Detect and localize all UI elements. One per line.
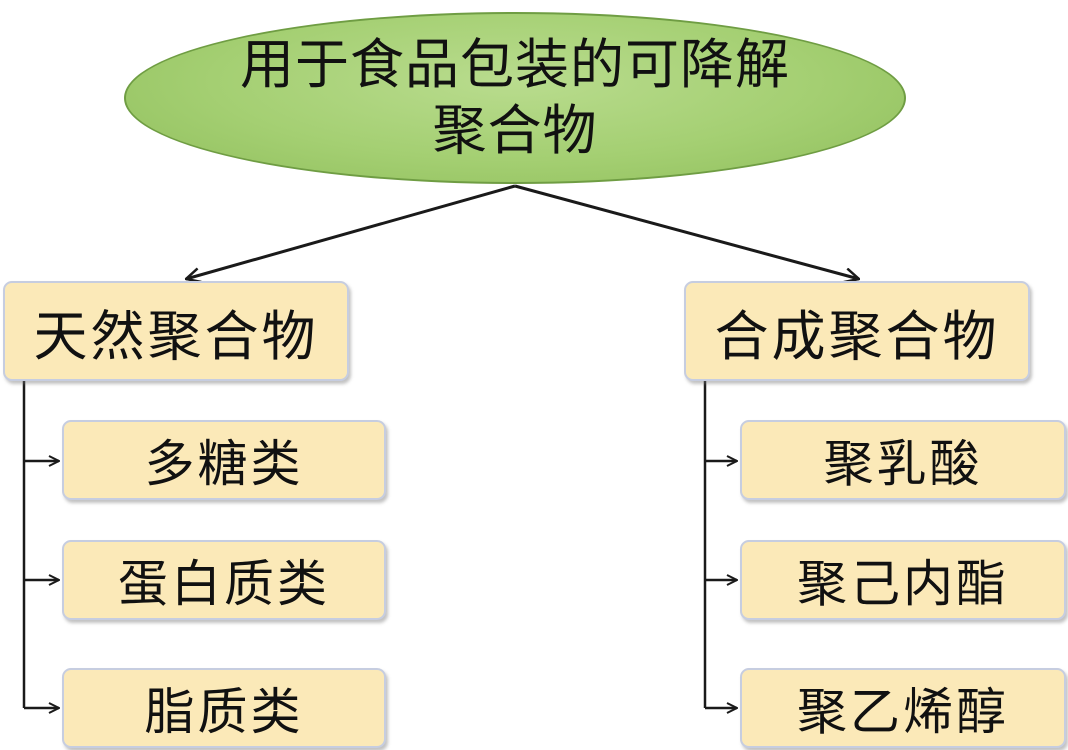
root-to-synthetic-arrow: [514, 184, 859, 279]
leaf-polysaccharides: 多糖类: [62, 420, 386, 500]
leaf-label: 聚乳酸: [823, 435, 983, 493]
root-node: 用于食品包装的可降解 聚合物: [124, 12, 906, 184]
leaf-label: 聚乙烯醇: [797, 683, 1009, 741]
root-title: 用于食品包装的可降解 聚合物: [195, 32, 835, 164]
leaf-polylactic-acid: 聚乳酸: [740, 420, 1066, 500]
category-label: 合成聚合物: [714, 304, 1000, 368]
leaf-label: 聚己内酯: [797, 555, 1009, 613]
root-title-line-2: 聚合物: [432, 99, 598, 162]
category-label: 天然聚合物: [33, 304, 319, 368]
root-to-natural-arrow: [186, 184, 516, 279]
leaf-label: 脂质类: [144, 683, 304, 741]
leaf-proteins: 蛋白质类: [62, 540, 386, 620]
category-natural-polymers: 天然聚合物: [3, 281, 349, 381]
leaf-lipids: 脂质类: [62, 668, 386, 748]
category-synthetic-polymers: 合成聚合物: [684, 281, 1030, 381]
leaf-polycaprolactone: 聚己内酯: [740, 540, 1066, 620]
root-title-line-1: 用于食品包装的可降解: [240, 33, 790, 96]
leaf-polyvinyl-alcohol: 聚乙烯醇: [740, 668, 1066, 748]
leaf-label: 蛋白质类: [118, 555, 330, 613]
leaf-label: 多糖类: [144, 435, 304, 493]
